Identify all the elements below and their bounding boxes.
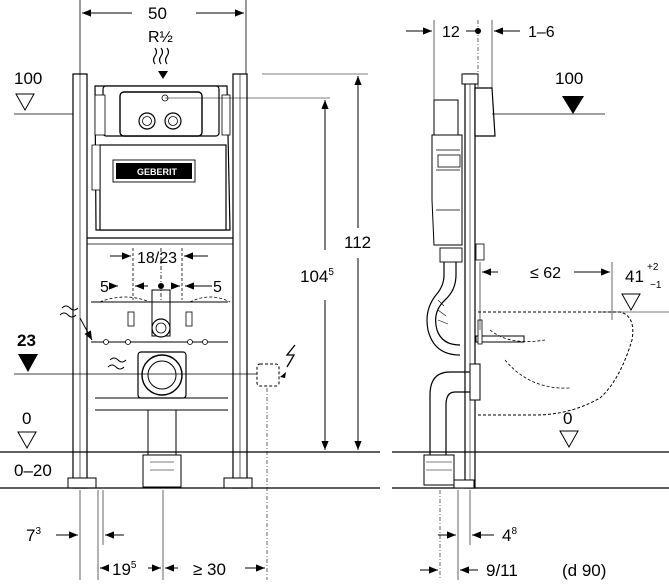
depth-adjust-label: 1–6 <box>528 24 555 41</box>
floor-range-label: 0–20 <box>14 461 52 480</box>
front-view <box>0 0 380 580</box>
tolerance-plus-label: +2 <box>647 262 659 273</box>
side-view <box>392 20 669 580</box>
offset-left-label: 5 <box>100 279 109 296</box>
depth-12-label: 12 <box>442 24 460 41</box>
side-offset-label: 73 <box>26 526 41 545</box>
projection-label: ≤ 62 <box>530 265 561 282</box>
bottom-4-label: 48 <box>502 526 517 545</box>
bowl-height-label: 41 <box>625 267 644 286</box>
brand-logo: GEBERIT <box>137 167 178 177</box>
pipe-spacing-label: 18/23 <box>137 250 177 267</box>
bottom-min-label: ≥ 30 <box>193 560 226 579</box>
bottom-dim-19-label: 195 <box>112 560 137 579</box>
level-23-label: 23 <box>17 331 36 350</box>
frame-width-label: 50 <box>148 4 167 23</box>
tolerance-minus-label: −1 <box>650 280 662 291</box>
side-level-0-label: 0 <box>563 409 572 428</box>
level-0-label: 0 <box>22 409 31 428</box>
height-104-label: 1045 <box>300 267 334 286</box>
pipe-diameter-label: (d 90) <box>562 561 606 580</box>
side-level-100-label: 100 <box>555 69 583 88</box>
pipe-size-label: 9/11 <box>486 561 518 580</box>
offset-right-label: 5 <box>213 279 222 296</box>
level-100-label: 100 <box>14 69 42 88</box>
height-112-label: 112 <box>344 233 371 252</box>
water-connection-label: R½ <box>148 29 173 46</box>
